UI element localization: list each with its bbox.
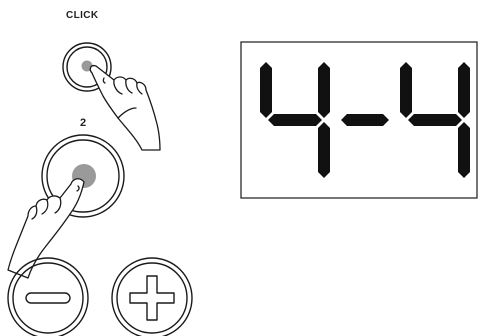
lcd-separator <box>341 114 389 126</box>
step-number: 2 <box>80 117 86 129</box>
plus-icon <box>130 276 174 320</box>
click-label: CLICK <box>66 10 99 21</box>
minus-button[interactable] <box>8 258 88 336</box>
lcd-display <box>241 42 477 198</box>
minus-icon <box>26 293 70 303</box>
pointing-hand-icon <box>90 66 160 150</box>
plus-button[interactable] <box>112 258 192 336</box>
